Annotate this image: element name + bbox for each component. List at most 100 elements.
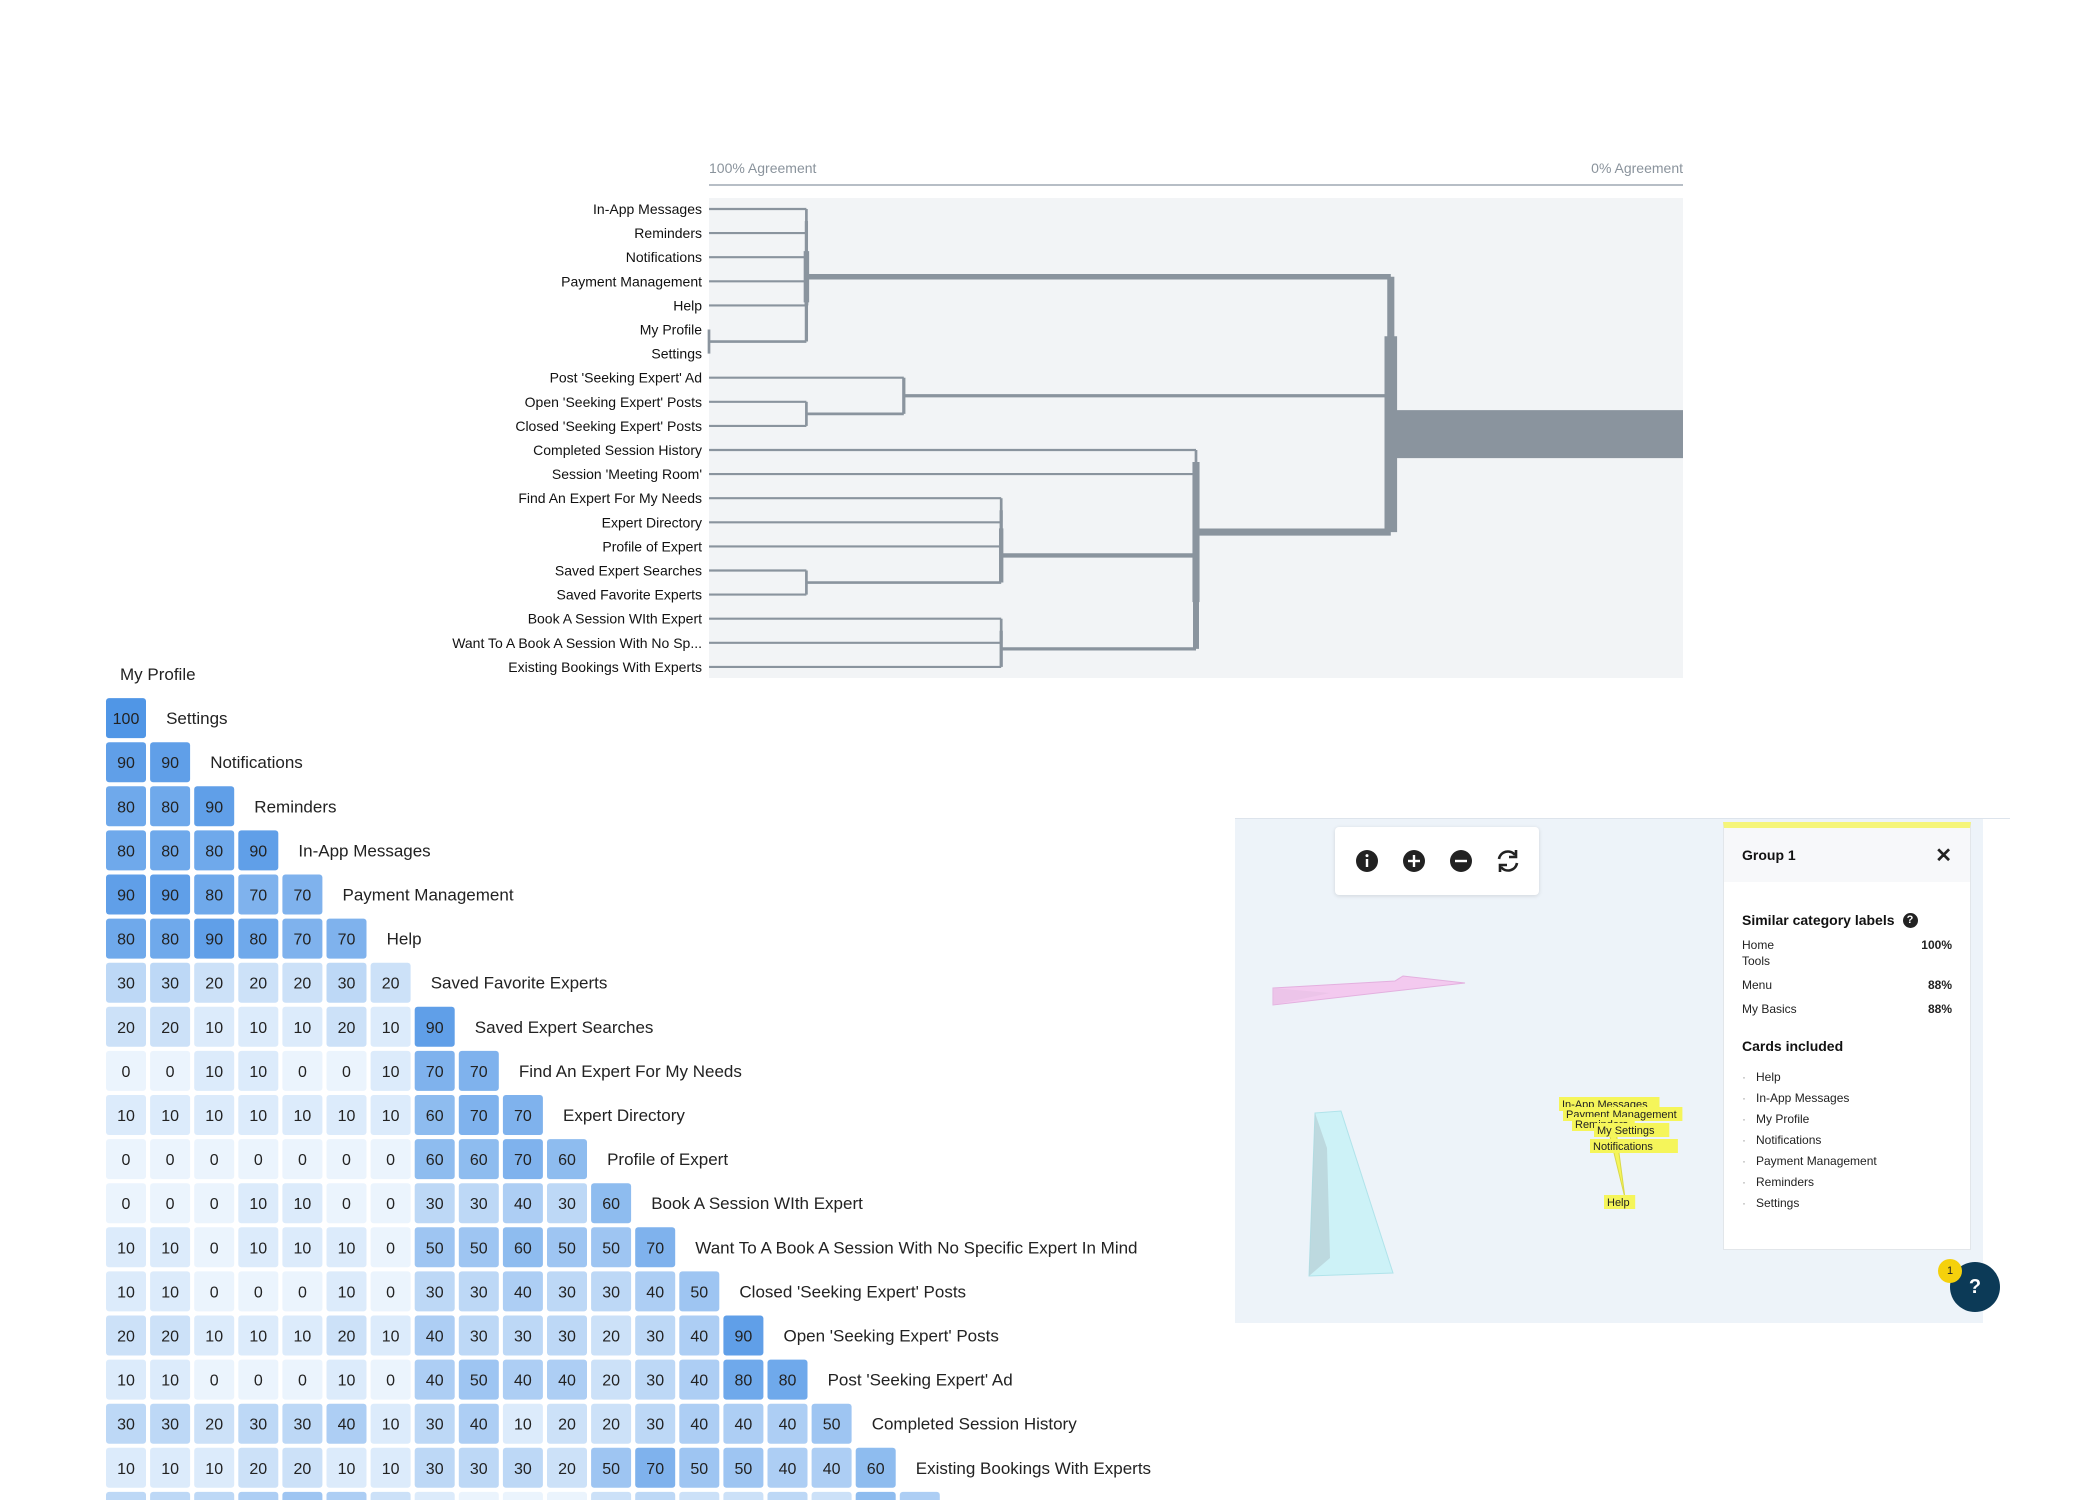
matrix-cell-value: 0: [166, 1152, 175, 1169]
matrix-cell-value: 70: [294, 932, 312, 949]
matrix-cell: [502, 1403, 543, 1444]
matrix-cell-value: 40: [338, 1417, 356, 1434]
matrix-cell: [194, 1359, 235, 1400]
matrix-cell-value: 10: [205, 1461, 223, 1478]
similar-label-row: Tools: [1724, 954, 1970, 968]
matrix-cell: [282, 1139, 323, 1180]
matrix-cell-value: 30: [646, 1329, 664, 1346]
matrix-cell: [723, 1359, 764, 1400]
matrix-cell: [194, 1403, 235, 1444]
matrix-cell-value: 90: [205, 799, 223, 816]
matrix-cell-value: 70: [646, 1240, 664, 1257]
matrix-cell: [547, 1139, 587, 1180]
matrix-cell-value: 10: [249, 1196, 267, 1213]
matrix-cell: [458, 1491, 499, 1500]
matrix-cell: [238, 1227, 279, 1268]
info-button[interactable]: [1351, 845, 1383, 877]
matrix-cell: [282, 1183, 323, 1224]
matrix-cell: [811, 1491, 852, 1500]
matrix-cell: [458, 1271, 499, 1312]
matrix-cell: [591, 1271, 632, 1312]
matrix-cell: [106, 786, 146, 827]
matrix-cell-value: 10: [294, 1329, 312, 1346]
matrix-cell-value: 0: [386, 1240, 395, 1257]
matrix-cell: [370, 1491, 411, 1500]
matrix-cell-value: 30: [426, 1196, 444, 1213]
matrix-cell-value: 10: [338, 1284, 356, 1301]
dendrogram-leaf-label: Profile of Expert: [602, 538, 702, 554]
card-item: Reminders: [1742, 1171, 1952, 1192]
matrix-cell: [282, 1447, 323, 1488]
matrix-cell: [150, 962, 191, 1003]
matrix-cell: [150, 1095, 191, 1135]
matrix-cell: [326, 1491, 367, 1500]
matrix-cell: [238, 1271, 279, 1312]
matrix-cell-value: 50: [690, 1284, 708, 1301]
matrix-cell-value: 60: [426, 1108, 444, 1125]
dendrogram-leaf-label: Completed Session History: [533, 442, 702, 458]
matrix-cell: [194, 1271, 235, 1312]
matrix-cell: [502, 1183, 543, 1224]
matrix-cell-value: 0: [254, 1284, 263, 1301]
matrix-cell-value: 40: [426, 1329, 444, 1346]
matrix-cell: [238, 1095, 279, 1135]
matrix-cell-value: 40: [735, 1417, 753, 1434]
card-item: Notifications: [1742, 1129, 1952, 1150]
similar-value: 88%: [1927, 1002, 1952, 1016]
matrix-cell: [591, 1359, 632, 1400]
cards-list: Help In-App Messages My Profile Notifica…: [1724, 1066, 1970, 1213]
matrix-cell: [326, 1227, 367, 1268]
matrix-cell: [238, 1315, 279, 1356]
matrix-cell: [855, 1491, 896, 1500]
matrix-cell-value: 80: [205, 888, 223, 905]
matrix-cell-value: 0: [298, 1284, 307, 1301]
cluster-label-bg: [1604, 1195, 1636, 1209]
dendrogram-leaf-label: Session 'Meeting Room': [552, 466, 702, 482]
zoom-in-button[interactable]: [1398, 845, 1430, 877]
similar-value: 100%: [1921, 938, 1952, 952]
dendrogram-leaf-label: Notifications: [626, 249, 702, 265]
matrix-cell: [414, 1359, 455, 1400]
matrix-cell: [238, 1050, 279, 1091]
close-icon[interactable]: ✕: [1935, 844, 1952, 867]
matrix-cell-value: 20: [117, 1329, 135, 1346]
matrix-cell-value: 40: [779, 1461, 797, 1478]
matrix-cell: [282, 1006, 323, 1047]
matrix-cell-value: 30: [426, 1284, 444, 1301]
panel-header: Group 1 ✕: [1724, 828, 1970, 882]
matrix-cell-value: 70: [514, 1108, 532, 1125]
matrix-row-label: Find An Expert For My Needs: [519, 1062, 742, 1081]
matrix-cell: [326, 1315, 367, 1356]
card-item: Settings: [1742, 1192, 1952, 1213]
matrix-cell-value: 40: [779, 1417, 797, 1434]
matrix-cell-value: 60: [558, 1152, 576, 1169]
question-icon[interactable]: ?: [1902, 912, 1918, 928]
matrix-cell: [238, 962, 279, 1003]
matrix-cell-value: 60: [867, 1461, 885, 1478]
matrix-cell: [370, 1271, 411, 1312]
matrix-cell: [679, 1447, 720, 1488]
matrix-cell: [591, 1403, 632, 1444]
dendrogram-leaf-label: Help: [673, 297, 702, 313]
matrix-cell-value: 40: [470, 1417, 488, 1434]
matrix-cell: [502, 1271, 543, 1312]
matrix-cell: [370, 1050, 411, 1091]
matrix-cell: [106, 874, 146, 915]
matrix-cell: [723, 1447, 764, 1488]
dendrogram-leaf-label: In-App Messages: [593, 201, 702, 217]
matrix-cell-value: 40: [514, 1373, 532, 1390]
matrix-cell-value: 50: [602, 1461, 620, 1478]
matrix-cell: [282, 1050, 323, 1091]
matrix-cell: [150, 1315, 191, 1356]
zoom-out-button[interactable]: [1445, 845, 1477, 877]
matrix-cell: [282, 1359, 323, 1400]
refresh-button[interactable]: [1492, 845, 1524, 877]
matrix-cell-value: 20: [338, 1020, 356, 1037]
matrix-row-label: Expert Directory: [563, 1106, 685, 1125]
matrix-cell-value: 40: [690, 1329, 708, 1346]
matrix-cell-value: 80: [735, 1373, 753, 1390]
matrix-cell-value: 0: [210, 1152, 219, 1169]
matrix-cell-value: 0: [298, 1064, 307, 1081]
matrix-cell: [326, 1403, 367, 1444]
